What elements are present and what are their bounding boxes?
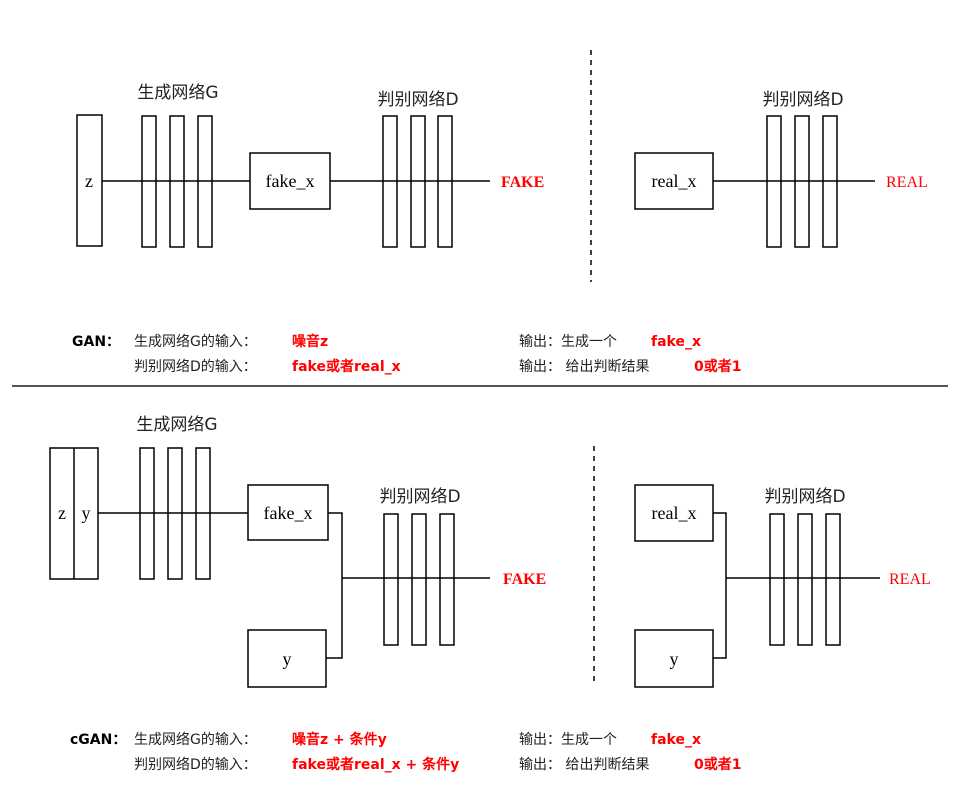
gan-gen-output-value: fake_x [651,334,701,350]
gan-real-discriminator-label: 判别网络D [762,90,843,110]
gan-dis-layer [382,115,398,248]
gan-gen-layer [169,115,185,248]
gan-section [76,50,875,282]
gan-dis-input-value: fake或者real_x [292,358,401,375]
gan-dis-output-label: 输出： 给出判断结果 [519,359,649,375]
gan-real-dis-layer [822,115,838,248]
cgan-real-dis-layer [797,513,813,646]
cgan-dis-layer [439,513,455,646]
gan-gen-input-label: 生成网络G的输入： [134,334,257,350]
gan-dis-output-value: 0或者1 [694,358,741,375]
gan-desc-name: GAN： [72,334,120,350]
cgan-gen-layer [167,447,183,580]
cgan-dis-layer [411,513,427,646]
gan-real-output: REAL [886,174,928,191]
gan-fake-output: FAKE [501,174,544,191]
gan-fake-box [249,152,331,210]
cgan-dis-input-label: 判别网络D的输入： [134,757,257,773]
cgan-generator-label: 生成网络G [136,415,217,435]
gan-dis-layer [410,115,426,248]
gan-description: GAN： 生成网络G的输入： 噪音z 输出：生成一个 fake_x 判别网络D的… [72,333,741,375]
cgan-cond-text: y [82,503,91,523]
cgan-gen-output-value: fake_x [651,732,701,748]
cgan-description: cGAN： 生成网络G的输入： 噪音z + 条件y 输出：生成一个 fake_x… [70,731,741,773]
gan-dis-input-label: 判别网络D的输入： [134,359,257,375]
cgan-section [49,446,880,688]
cgan-real-dis-layer [825,513,841,646]
cgan-gen-layer [139,447,155,580]
cgan-dis-input-value: fake或者real_x + 条件y [292,756,459,773]
gan-gen-layer [197,115,213,248]
gan-real-box [634,152,714,210]
gan-discriminator-label: 判别网络D [377,90,458,110]
cgan-gen-input-label: 生成网络G的输入： [134,732,257,748]
gan-real-dis-layer [766,115,782,248]
gan-dis-layer [437,115,453,248]
gan-noise-block [76,114,103,247]
gan-gen-input-value: 噪音z [292,333,328,350]
cgan-fake-output: FAKE [503,571,546,588]
cgan-real-text: real_x [652,503,697,523]
cgan-gen-layer [195,447,211,580]
cgan-fake-box [247,484,329,541]
cgan-noise-text: z [58,503,66,523]
cgan-real-output: REAL [889,571,931,588]
cgan-real-cond-text: y [670,649,679,669]
cgan-fake-text: fake_x [264,503,313,523]
cgan-merge-connector [326,512,343,659]
cgan-gen-output-label: 输出：生成一个 [519,732,617,748]
gan-real-dis-layer [794,115,810,248]
gan-fake-text: fake_x [266,171,315,191]
cgan-real-dis-layer [769,513,785,646]
gan-gen-output-label: 输出：生成一个 [519,334,617,350]
cgan-dis-output-label: 输出： 给出判断结果 [519,757,649,773]
cgan-dis-output-value: 0或者1 [694,756,741,773]
cgan-gen-input-value: 噪音z + 条件y [292,731,387,748]
cgan-real-merge-connector [713,512,727,659]
cgan-real-box [634,484,714,542]
cgan-cond-box-text: y [283,649,292,669]
gan-generator-label: 生成网络G [137,83,218,103]
gan-gen-layer [141,115,157,248]
gan-real-text: real_x [652,171,697,191]
cgan-discriminator-label: 判别网络D [379,487,460,507]
cgan-desc-name: cGAN： [70,732,126,748]
gan-noise-text: z [85,171,93,191]
cgan-real-discriminator-label: 判别网络D [764,487,845,507]
cgan-dis-layer [383,513,399,646]
